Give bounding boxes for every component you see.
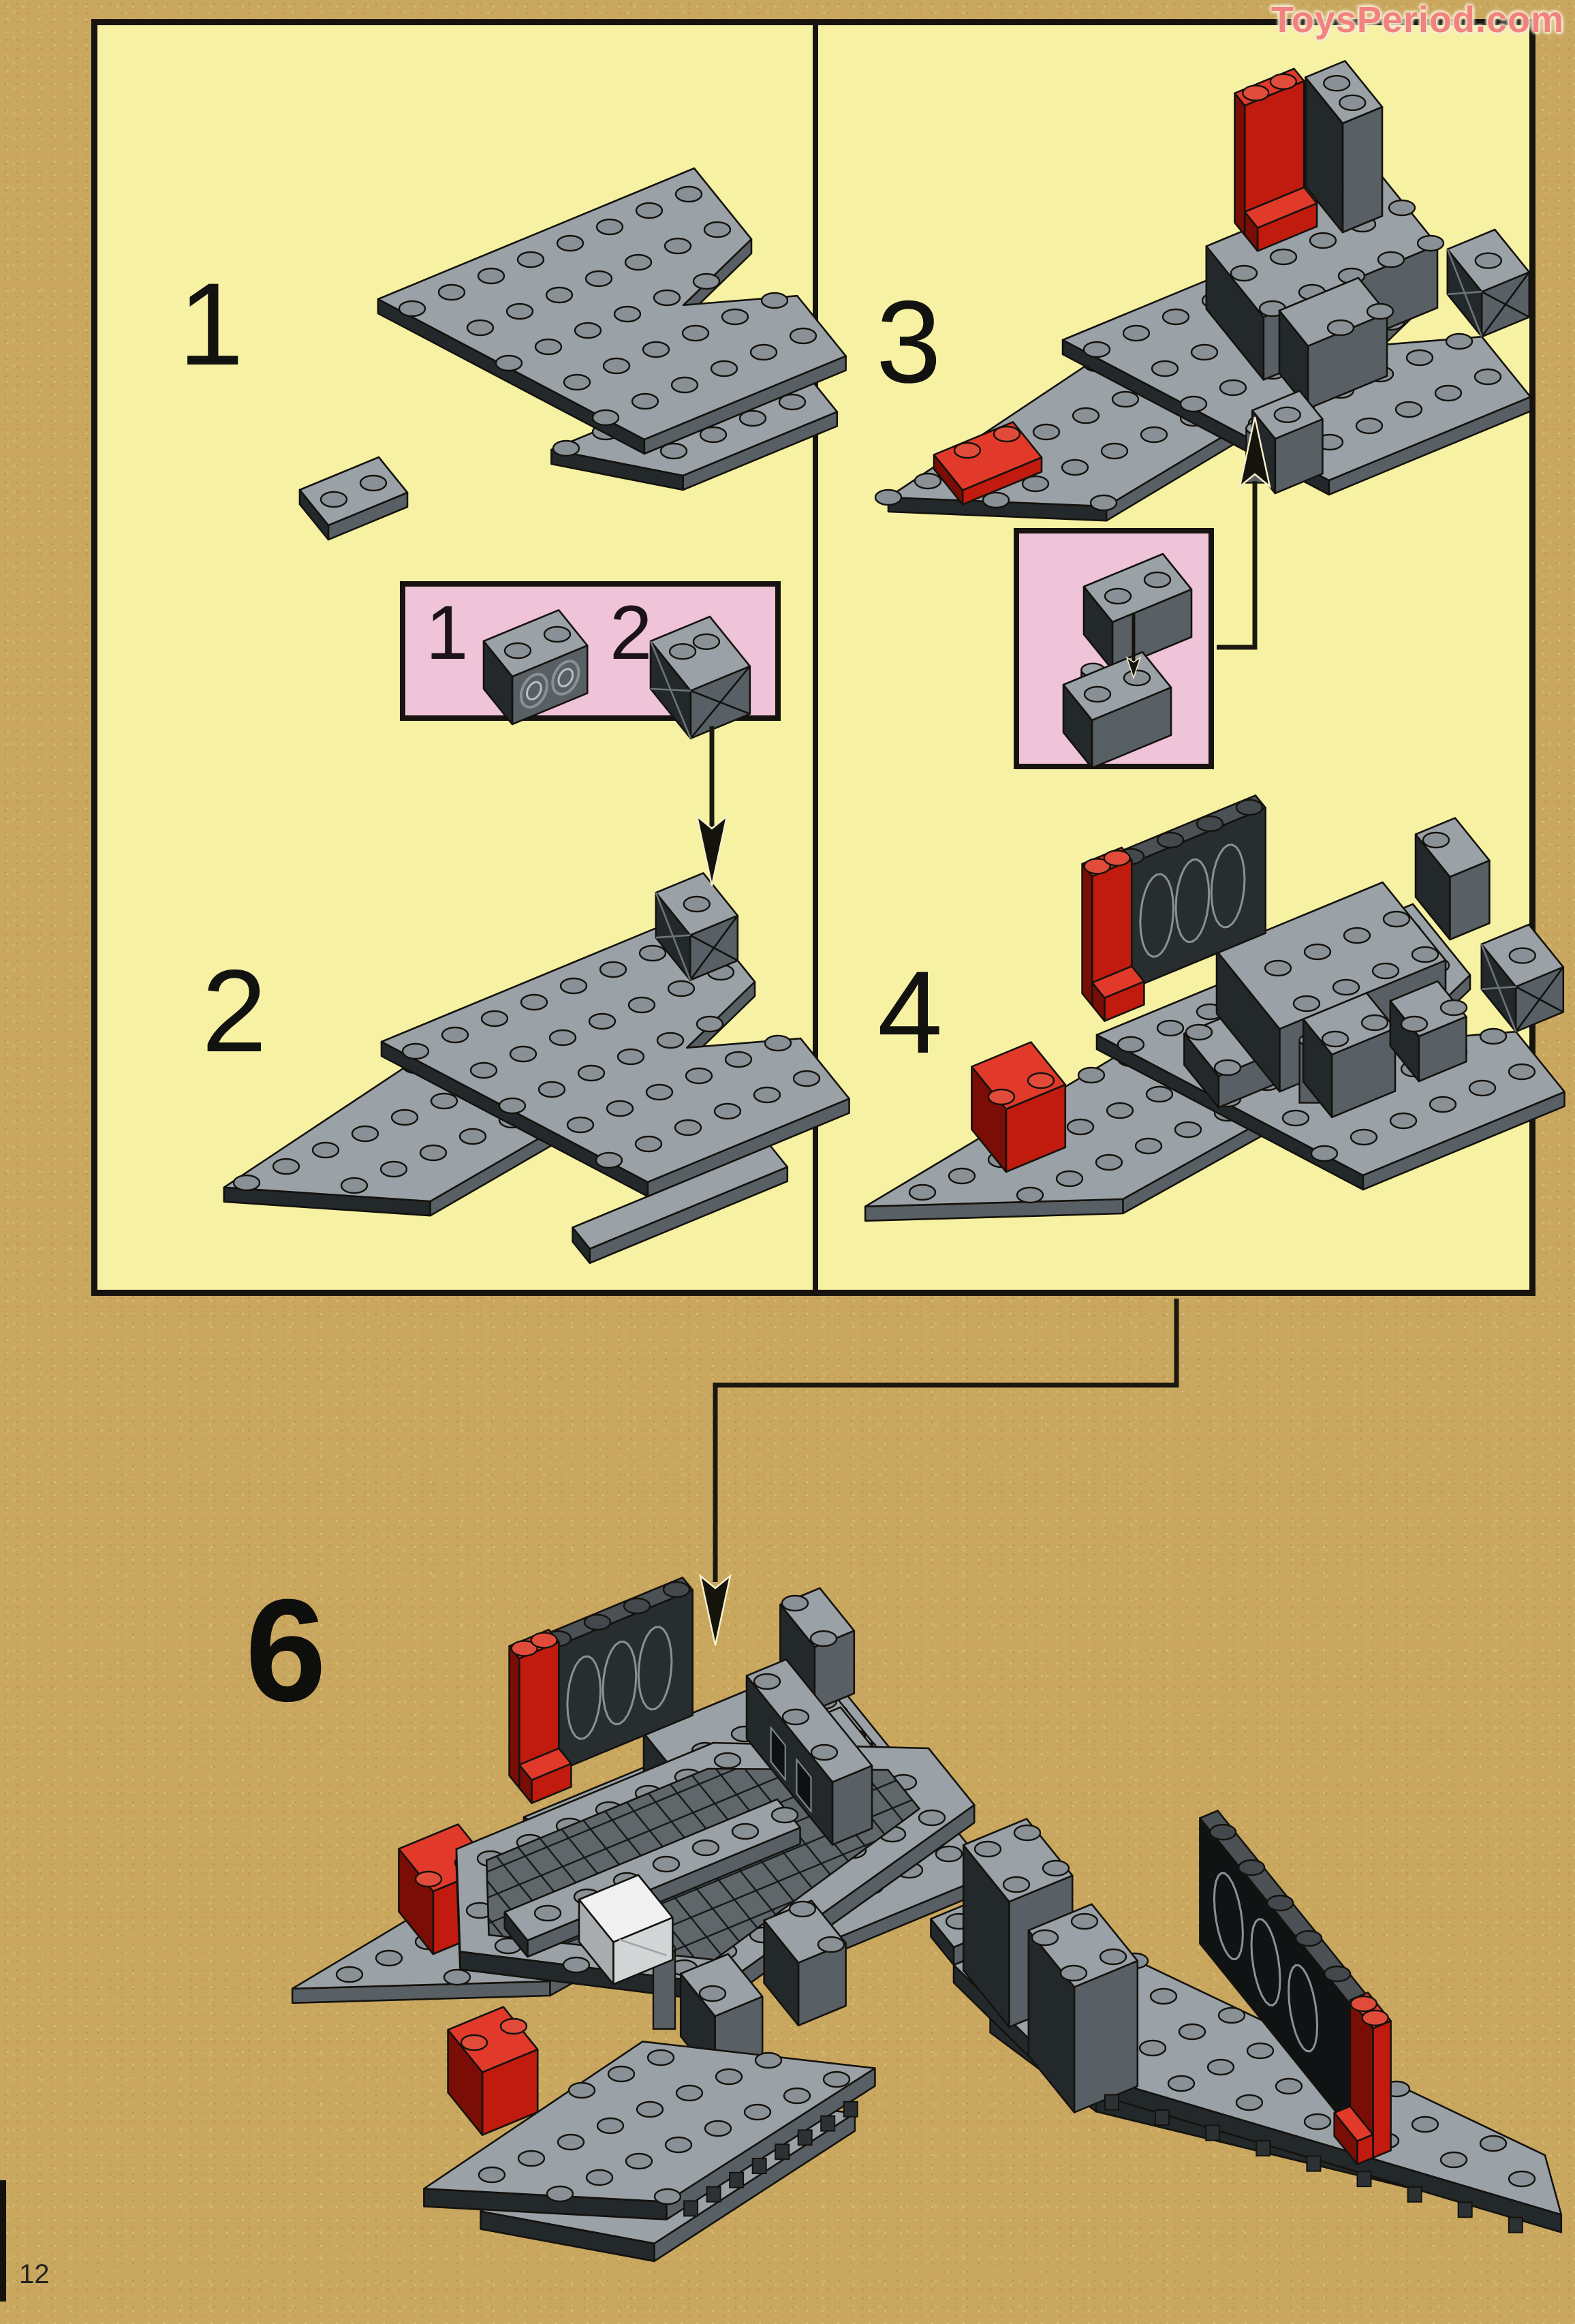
- panel-divider: [813, 25, 818, 1290]
- callout-b-parts: [1062, 553, 1193, 769]
- step-3-label: 3: [876, 277, 941, 407]
- step-2-label: 2: [202, 946, 267, 1076]
- step-6-label: 6: [245, 1569, 327, 1732]
- callout-a-label-1: 1: [426, 590, 469, 675]
- step-1-label: 1: [178, 259, 244, 390]
- callout-a-label-2: 2: [610, 590, 653, 675]
- page-number: 12: [19, 2259, 50, 2289]
- step-6-diagram: [291, 1577, 1563, 2263]
- callout-a-parts: [482, 609, 751, 740]
- step-4-label: 4: [877, 947, 943, 1078]
- part-callout-b: [1014, 528, 1214, 769]
- page-edge-mark: [0, 2180, 6, 2302]
- part-callout-a: 1 2: [400, 581, 781, 740]
- step-1-diagram: [298, 167, 847, 541]
- step-4-diagram: [864, 794, 1565, 1222]
- step-3-diagram: [874, 60, 1531, 522]
- watermark: ToysPeriod.com: [1270, 0, 1564, 40]
- step-2-diagram: [223, 872, 850, 1265]
